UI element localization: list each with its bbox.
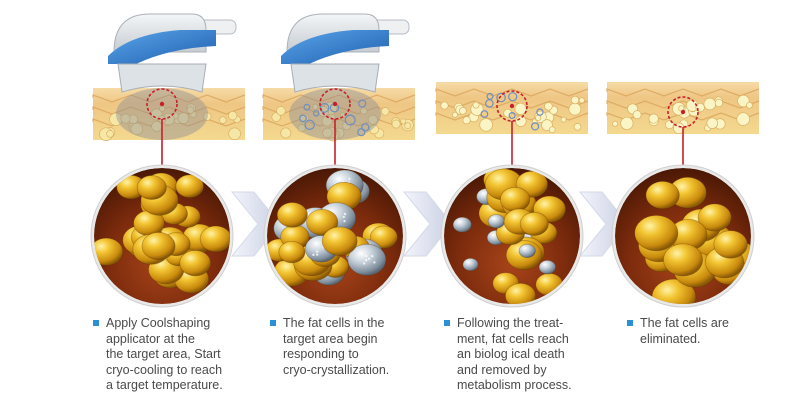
applicator-icon [108, 13, 237, 93]
step-3-illustration [435, 82, 589, 308]
step-1-illustration [90, 13, 246, 308]
fat-cell-cluster-icon [90, 164, 234, 308]
bullet-icon [444, 320, 450, 326]
skin-tissue-icon [262, 88, 416, 142]
skin-tissue-icon [92, 88, 246, 141]
step-2-caption: The fat cells in the target area begin r… [270, 316, 435, 378]
fat-cell-cluster-icon [263, 164, 407, 308]
applicator-icon [281, 13, 410, 93]
fat-cell-cluster-icon [611, 164, 755, 308]
fat-cell-cluster-icon [440, 164, 584, 308]
step-3-caption: Following the treat- ment, fat cells rea… [444, 316, 609, 394]
step-2-illustration [262, 13, 416, 308]
step-4-illustration [606, 82, 760, 308]
bullet-icon [270, 320, 276, 326]
step-1-caption: Apply Coolshaping applicator at the the … [93, 316, 258, 394]
bullet-icon [93, 320, 99, 326]
bullet-icon [627, 320, 633, 326]
step-4-caption: The fat cells are eliminated. [627, 316, 792, 347]
step-3-text: Following the treat- ment, fat cells rea… [457, 316, 572, 392]
step-2-text: The fat cells in the target area begin r… [283, 316, 390, 377]
step-4-text: The fat cells are eliminated. [640, 316, 729, 346]
step-1-text: Apply Coolshaping applicator at the the … [106, 316, 223, 392]
skin-tissue-icon [606, 82, 760, 135]
